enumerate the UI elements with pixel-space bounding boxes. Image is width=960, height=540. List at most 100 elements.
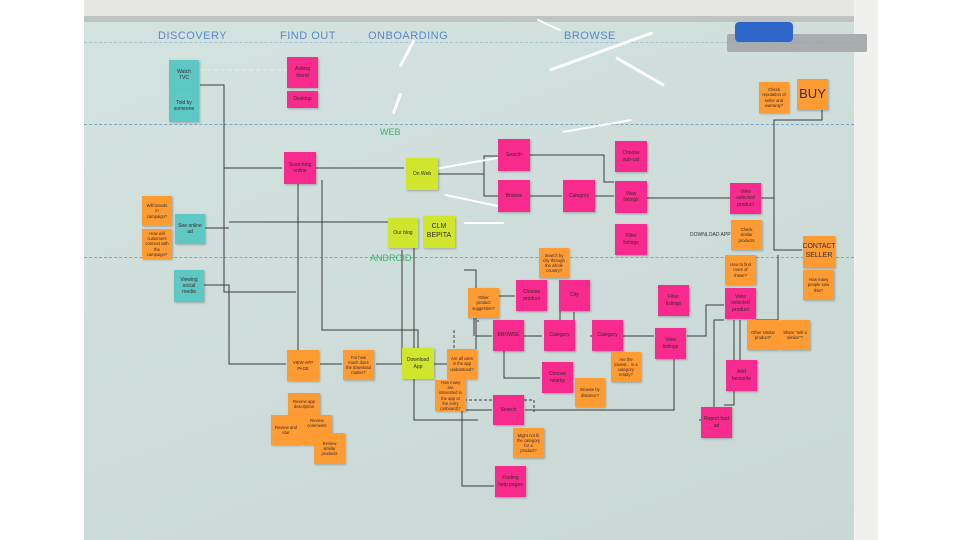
note-text: Check reputation of seller and warranty? bbox=[762, 87, 786, 108]
note-text: Our blog bbox=[393, 229, 413, 236]
note-text: Are all uses in the app understood? bbox=[450, 356, 474, 372]
note-text: Report bad ad bbox=[704, 416, 729, 429]
sticky-note: Asking friend bbox=[287, 57, 318, 88]
note-text: Desktop bbox=[293, 96, 312, 103]
sticky-note: Browse bbox=[498, 180, 530, 212]
note-text: Review similar products bbox=[321, 440, 338, 457]
note-text: For how much does the download matter? bbox=[346, 354, 371, 376]
note-text: Choose product bbox=[522, 289, 541, 302]
question-note: Browse by distance? bbox=[575, 378, 605, 407]
sticky-note: VIEW APP PAGE bbox=[287, 350, 319, 381]
light-reflection bbox=[464, 222, 504, 224]
note-text: View listings bbox=[623, 190, 639, 203]
note-text: Search bbox=[506, 151, 522, 158]
note-text: How will customers connect with the camp… bbox=[145, 230, 169, 257]
lane-divider-android bbox=[84, 257, 854, 258]
note-text: BROWSE bbox=[497, 332, 520, 339]
note-text: Watch TVC bbox=[177, 68, 191, 81]
note-text: CONTACT SELLER bbox=[803, 243, 835, 259]
lane-android: ANDROID bbox=[370, 253, 412, 263]
column-discovery: DISCOVERY bbox=[158, 30, 228, 42]
sticky-note: View selected product bbox=[725, 288, 756, 319]
note-text: Other similar product? bbox=[751, 329, 775, 340]
question-note: Check reputation of seller and warranty? bbox=[759, 82, 789, 113]
sticky-note: Search bbox=[493, 395, 524, 425]
note-text: Choose nearby bbox=[548, 371, 567, 384]
sticky-note-buy: BUY bbox=[797, 79, 828, 110]
question-note: Share "sell a similar"? bbox=[780, 320, 810, 350]
question-note: Are the lowest... in a category empty? bbox=[611, 352, 641, 382]
note-text: How many are interested in the app at th… bbox=[439, 380, 462, 411]
note-text: Category bbox=[549, 332, 570, 339]
sticky-note: City bbox=[559, 280, 590, 311]
question-note: How many are interested in the app at th… bbox=[435, 380, 466, 411]
note-text: Browse bbox=[505, 192, 523, 199]
question-note: For how much does the download matter? bbox=[343, 350, 374, 380]
whiteboard-photo: DISCOVERY FIND OUT ONBOARDING BROWSE WEB… bbox=[84, 0, 878, 540]
note-text: Search by city through the whole country… bbox=[543, 252, 565, 274]
note-text: Browse by distance? bbox=[580, 387, 600, 398]
sticky-note: Category bbox=[544, 320, 575, 351]
note-text: Share "sell a similar"? bbox=[783, 329, 807, 340]
note-text: On Web bbox=[412, 170, 432, 177]
question-note: Are all uses in the app understood? bbox=[447, 349, 477, 379]
sticky-note: Choose product bbox=[516, 280, 547, 311]
sticky-note: View selected product bbox=[730, 183, 761, 214]
sticky-note: Report bad ad bbox=[701, 407, 732, 438]
note-text: View selected product bbox=[731, 294, 750, 313]
download-app-annotation: DOWNLOAD APP bbox=[690, 232, 731, 238]
sticky-note-contact-seller: CONTACT SELLER bbox=[803, 236, 835, 268]
sticky-note: View listings bbox=[655, 328, 686, 359]
note-text: How to find more of these? bbox=[730, 262, 751, 278]
sticky-note: Filter listings bbox=[658, 285, 689, 316]
note-text: Review and star bbox=[275, 424, 297, 435]
sticky-note: Finding help pages bbox=[495, 466, 526, 497]
column-browse: BROWSE bbox=[564, 30, 616, 42]
sticky-note: See online ad bbox=[175, 214, 205, 244]
sticky-note: BROWSE bbox=[493, 320, 524, 351]
sticky-note: Review app description bbox=[288, 393, 320, 415]
note-text: City bbox=[570, 292, 579, 299]
question-note: Will brands in campaign? bbox=[142, 196, 172, 226]
divider bbox=[84, 42, 854, 43]
sticky-note: Our blog bbox=[388, 218, 418, 248]
note-text: VIEW APP PAGE bbox=[292, 360, 313, 371]
sticky-note: Review and star bbox=[271, 415, 301, 445]
question-note: Other product suggestion? bbox=[468, 288, 499, 318]
question-note: How many people saw this? bbox=[803, 270, 834, 300]
wall bbox=[854, 0, 878, 540]
note-text: Check similar products bbox=[738, 227, 755, 243]
note-text: Will brands in campaign? bbox=[146, 203, 168, 219]
note-text: See online ad bbox=[178, 222, 202, 235]
note-text: Filter listings bbox=[665, 294, 682, 307]
note-text: Review comments bbox=[307, 418, 327, 429]
note-text: View listings bbox=[662, 337, 679, 350]
sticky-note: Viewing social media bbox=[174, 270, 204, 302]
note-text: Search bbox=[500, 406, 517, 413]
question-note: How to find more of these? bbox=[725, 255, 756, 285]
sticky-note: On Web bbox=[406, 158, 438, 190]
sticky-note: View listings bbox=[615, 181, 647, 213]
question-note: Check similar products bbox=[731, 220, 762, 250]
sticky-note: Choose sub-cat bbox=[615, 141, 647, 172]
sticky-note: Filter listings bbox=[615, 224, 647, 255]
sticky-note: Choose nearby bbox=[542, 362, 573, 393]
ceiling bbox=[84, 0, 878, 18]
question-note: How will customers connect with the camp… bbox=[142, 229, 172, 259]
note-text: Finding help pages bbox=[498, 475, 523, 488]
sticky-note: Download App bbox=[402, 348, 434, 379]
sticky-note: Category bbox=[563, 180, 595, 212]
note-text: Might not fit the category for a product… bbox=[516, 432, 541, 454]
note-text: Told by someone bbox=[173, 99, 195, 112]
question-note: Search by city through the whole country… bbox=[539, 248, 569, 278]
lane-divider-web bbox=[84, 124, 854, 125]
note-text: Add favourite bbox=[731, 369, 752, 382]
note-text: View selected product bbox=[736, 189, 755, 208]
note-text: Category bbox=[597, 332, 618, 339]
column-onboarding: ONBOARDING bbox=[368, 30, 449, 42]
note-text: How many people saw this? bbox=[807, 277, 830, 293]
sticky-note: Searching online bbox=[284, 152, 316, 184]
note-text: Asking friend bbox=[294, 66, 310, 79]
note-text: Review app description bbox=[293, 398, 315, 409]
note-text: Searching online bbox=[288, 161, 312, 174]
